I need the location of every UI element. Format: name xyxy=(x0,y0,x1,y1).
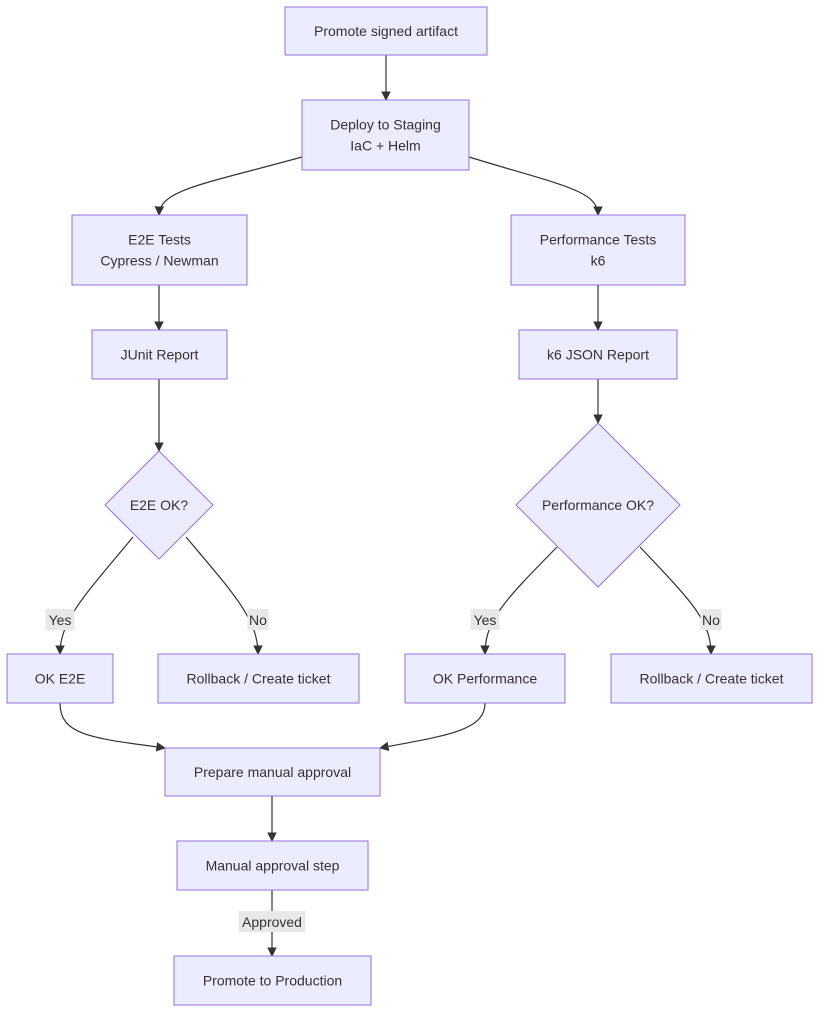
node-manual-approval-step: Manual approval step xyxy=(176,840,369,891)
node-deploy-to-staging-label-line-1: Deploy to Staging xyxy=(330,117,441,133)
edge-okperf-to-prepare xyxy=(379,702,486,752)
node-e2e-tests-label-line-2: Cypress / Newman xyxy=(100,253,218,269)
node-rollback-e2e-label-line-1: Rollback / Create ticket xyxy=(187,671,331,687)
node-k6-json-report-label-line-1: k6 JSON Report xyxy=(547,347,649,363)
node-rollback-performance-label-line-1: Rollback / Create ticket xyxy=(640,671,784,687)
node-rollback-performance: Rollback / Create ticket xyxy=(610,653,813,704)
node-prepare-manual-approval: Prepare manual approval xyxy=(164,747,381,797)
edge-perfok-no xyxy=(639,546,716,655)
node-e2e-tests-label-line-1: E2E Tests xyxy=(128,232,191,248)
node-ok-performance-label-line-1: OK Performance xyxy=(433,671,537,687)
edge-e2eok-yes xyxy=(55,536,134,655)
edge-label-performance-no: No xyxy=(700,609,722,630)
decision-e2e-ok-label-line-1: E2E OK? xyxy=(130,497,189,513)
node-performance-tests-label-line-1: Performance Tests xyxy=(540,232,656,248)
node-prepare-manual-approval-label-line-1: Prepare manual approval xyxy=(194,764,351,780)
node-performance-tests-label-line-2: k6 xyxy=(591,253,606,269)
edge-e2eok-no xyxy=(185,536,263,655)
edge-label-performance-yes-text: Yes xyxy=(474,612,497,628)
node-manual-approval-step-label-line-1: Manual approval step xyxy=(206,858,340,874)
node-performance-tests: Performance Tests k6 xyxy=(510,214,686,286)
node-ok-e2e: OK E2E xyxy=(6,653,114,704)
edge-label-e2e-yes: Yes xyxy=(45,609,75,630)
edge-label-e2e-yes-text: Yes xyxy=(49,612,72,628)
node-ok-e2e-label-line-1: OK E2E xyxy=(35,671,86,687)
edge-oke2e-to-prepare xyxy=(59,702,166,752)
node-ok-performance: OK Performance xyxy=(404,653,566,704)
edge-label-performance-no-text: No xyxy=(702,612,720,628)
node-deploy-to-staging-label-line-2: IaC + Helm xyxy=(350,138,420,154)
edge-label-e2e-no-text: No xyxy=(249,612,267,628)
decision-e2e-ok: E2E OK? xyxy=(104,450,214,560)
edge-label-e2e-no: No xyxy=(247,609,269,630)
decision-performance-ok: Performance OK? xyxy=(515,422,681,588)
edge-perfok-yes xyxy=(480,546,558,655)
node-promote-signed-artifact-label-line-1: Promote signed artifact xyxy=(314,23,458,39)
node-promote-to-production-label-line-1: Promote to Production xyxy=(203,973,342,989)
edge-label-performance-yes: Yes xyxy=(470,609,500,630)
edge-label-approved: Approved xyxy=(238,911,306,932)
edge-deploy-to-perf xyxy=(468,156,603,216)
node-junit-report-label-line-1: JUnit Report xyxy=(121,347,199,363)
edge-label-approved-text: Approved xyxy=(242,914,302,930)
node-promote-to-production: Promote to Production xyxy=(173,955,372,1006)
decision-performance-ok-label-line-1: Performance OK? xyxy=(542,497,654,513)
node-rollback-e2e: Rollback / Create ticket xyxy=(157,653,360,704)
node-junit-report: JUnit Report xyxy=(91,329,228,380)
edge-deploy-to-e2e xyxy=(154,156,303,216)
node-promote-signed-artifact: Promote signed artifact xyxy=(284,6,488,56)
node-k6-json-report: k6 JSON Report xyxy=(518,329,678,380)
